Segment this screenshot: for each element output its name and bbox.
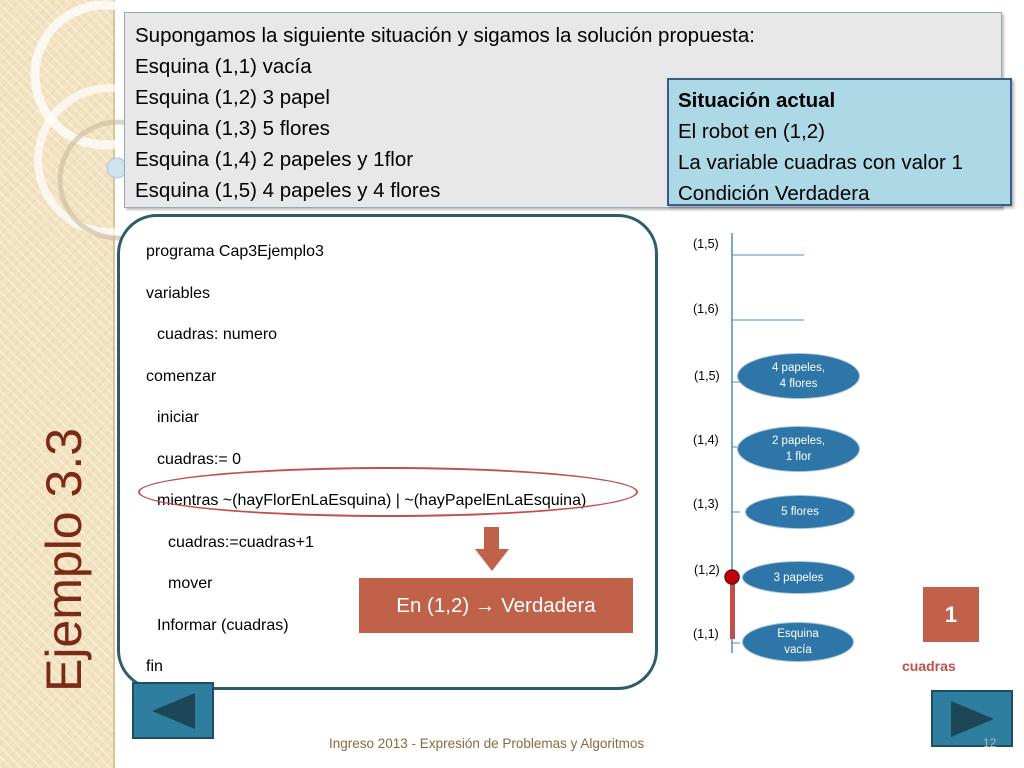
code-line: programa Cap3Ejemplo3	[146, 243, 324, 260]
strip-edge	[113, 0, 115, 768]
current-state-box: Situación actual El robot en (1,2) La va…	[667, 78, 1012, 206]
left-arrow-icon	[152, 692, 195, 729]
situation-line: Esquina (1,3) 5 flores	[135, 117, 330, 140]
code-line: variables	[146, 284, 211, 302]
code-line: fin	[146, 658, 163, 675]
corner-label: (1,1)	[693, 627, 719, 641]
situation-line: Supongamos la siguiente situación y siga…	[135, 24, 755, 47]
evaluation-box: En (1,2) → Verdadera	[359, 578, 633, 633]
decorative-circles	[30, 0, 125, 241]
code-line: Informar (cuadras)	[157, 616, 289, 634]
slide-title: Ejemplo 3.3	[36, 427, 92, 693]
condition-highlight-ellipse	[138, 467, 638, 517]
code-line: mover	[168, 575, 213, 592]
corner-content-pill: 2 papeles, 1 flor	[737, 426, 860, 472]
corner-label: (1,6)	[693, 302, 719, 316]
corner-label: (1,5)	[694, 369, 720, 383]
current-state-line: Condición Verdadera	[678, 182, 870, 205]
robot-path	[730, 577, 735, 639]
variable-name: cuadras	[902, 658, 956, 674]
code-line: comenzar	[146, 367, 217, 385]
corner-label: (1,2)	[694, 563, 720, 577]
down-arrow-icon	[475, 527, 509, 571]
situation-line: Esquina (1,4) 2 papeles y 1flor	[135, 148, 414, 171]
current-state-heading: Situación actual	[678, 89, 836, 112]
corner-content-pill: 3 papeles	[742, 561, 855, 594]
situation-line: Esquina (1,2) 3 papel	[135, 86, 330, 109]
current-state-line: La variable cuadras con valor 1	[678, 151, 963, 174]
corner-label: (1,3)	[693, 497, 719, 511]
street-diagram	[724, 233, 804, 653]
situation-line: Esquina (1,1) vacía	[135, 55, 312, 78]
page-number: 12	[983, 736, 997, 750]
corner-label: (1,5)	[693, 237, 719, 251]
current-state-line: El robot en (1,2)	[678, 120, 825, 143]
robot-marker	[724, 569, 740, 585]
code-line: cuadras:= 0	[157, 450, 242, 468]
corner-content-pill: 5 flores	[745, 495, 855, 529]
previous-slide-button[interactable]	[132, 682, 214, 739]
situation-line: Esquina (1,5) 4 papeles y 4 flores	[135, 179, 441, 202]
code-line: cuadras:=cuadras+1	[168, 533, 314, 551]
right-arrow-icon	[951, 700, 994, 737]
corner-label: (1,4)	[693, 433, 719, 447]
corner-content-pill: Esquina vacía	[742, 622, 854, 662]
code-line: cuadras: numero	[157, 326, 278, 343]
situation-text: Supongamos la siguiente situación y siga…	[135, 20, 755, 206]
footer-text: Ingreso 2013 - Expresión de Problemas y …	[329, 736, 645, 751]
next-slide-button[interactable]	[931, 690, 1013, 747]
variable-value: 1	[923, 587, 979, 642]
corner-content-pill: 4 papeles, 4 flores	[737, 353, 860, 399]
code-line: iniciar	[157, 409, 199, 426]
